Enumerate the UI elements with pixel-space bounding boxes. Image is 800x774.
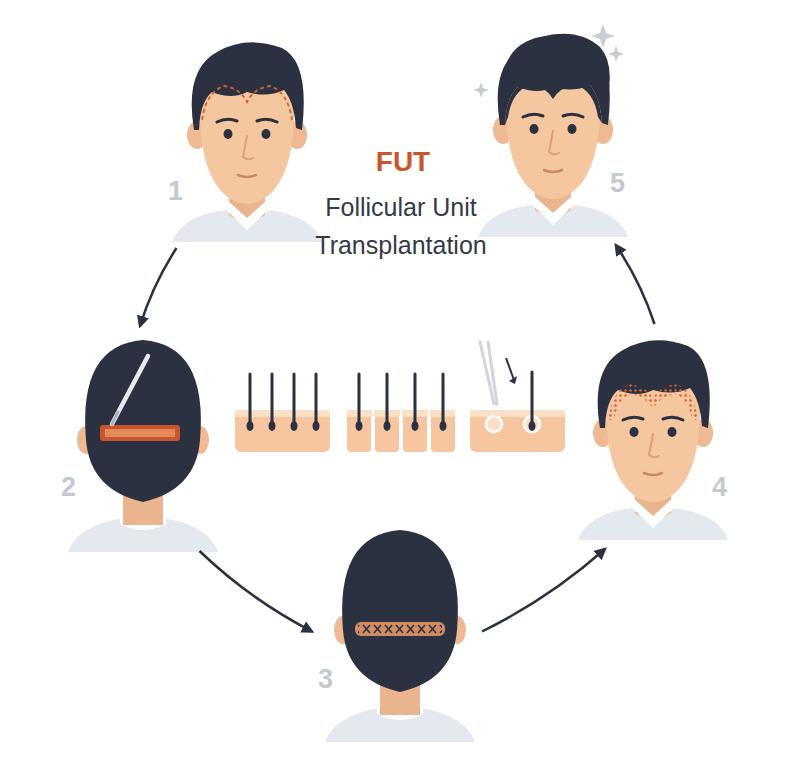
head-grafted: [578, 340, 728, 540]
head-strip-removal: [68, 340, 218, 552]
stage-box: 3: [312, 516, 482, 726]
stage-box: 5: [470, 20, 632, 245]
subtitle: Follicular Unit Transplantation: [315, 188, 486, 264]
step-number: 5: [610, 170, 625, 197]
step-number: 2: [61, 474, 76, 501]
sparkles: [473, 24, 624, 98]
head-sutured: [325, 530, 475, 742]
stage-box: 1: [160, 28, 325, 248]
cycle-arrow: [482, 549, 605, 632]
head-before: [172, 42, 322, 242]
skin-strips: [235, 342, 565, 454]
cycle-arrow: [200, 551, 313, 632]
head-result: [478, 34, 628, 237]
step-number: 3: [318, 666, 333, 693]
step-number: 4: [712, 474, 727, 501]
stage-box: 4: [572, 324, 737, 549]
title: FUT: [376, 148, 430, 176]
cycle-arrow: [616, 245, 655, 324]
cycle-arrow: [140, 248, 177, 326]
step-number: 1: [168, 178, 183, 205]
stage-box: 2: [55, 326, 225, 551]
